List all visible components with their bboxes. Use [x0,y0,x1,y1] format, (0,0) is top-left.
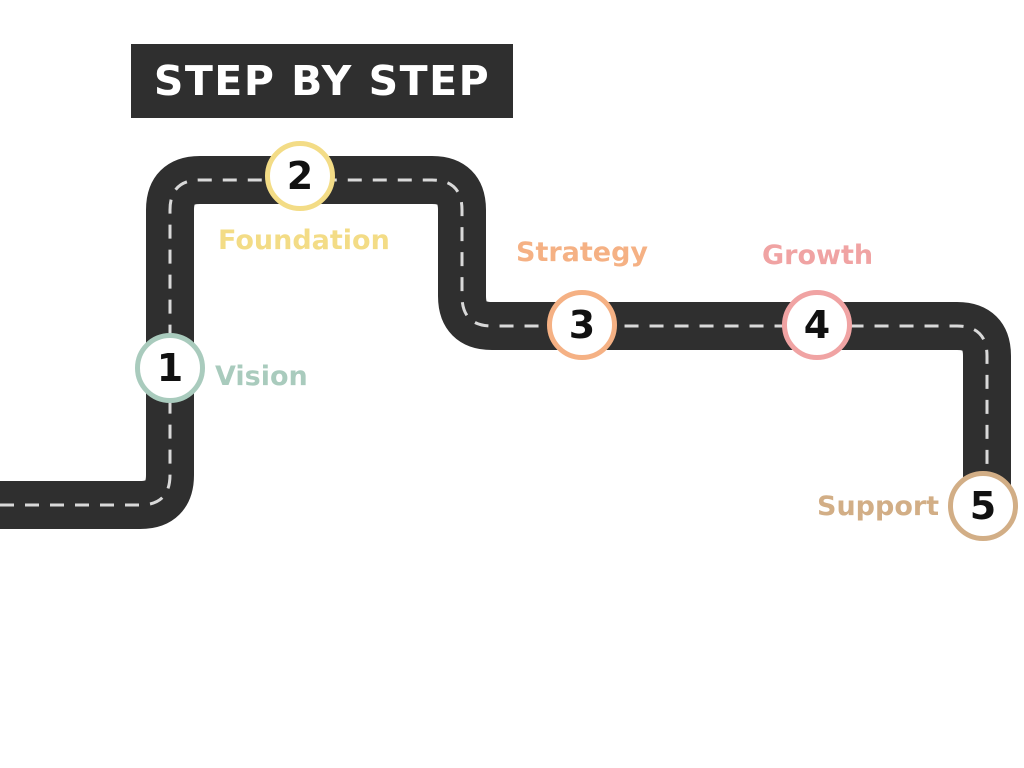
step-number: 3 [568,303,596,347]
step-number: 4 [803,303,831,347]
step-number: 5 [969,484,997,528]
title-banner: STEP BY STEP [131,44,513,118]
step-marker-4: 4 [782,290,852,360]
step-marker-2: 2 [265,141,335,211]
step-label-vision: Vision [215,361,308,392]
step-label-strategy: Strategy [516,237,649,268]
step-label-foundation: Foundation [218,225,390,256]
step-number: 1 [156,346,184,390]
lane-marking [0,178,989,507]
step-marker-1: 1 [135,333,205,403]
step-label-support: Support [817,491,940,522]
step-label-growth: Growth [762,240,874,271]
page-title: STEP BY STEP [153,57,491,105]
step-marker-5: 5 [948,471,1018,541]
step-marker-3: 3 [547,290,617,360]
step-number: 2 [286,154,314,198]
